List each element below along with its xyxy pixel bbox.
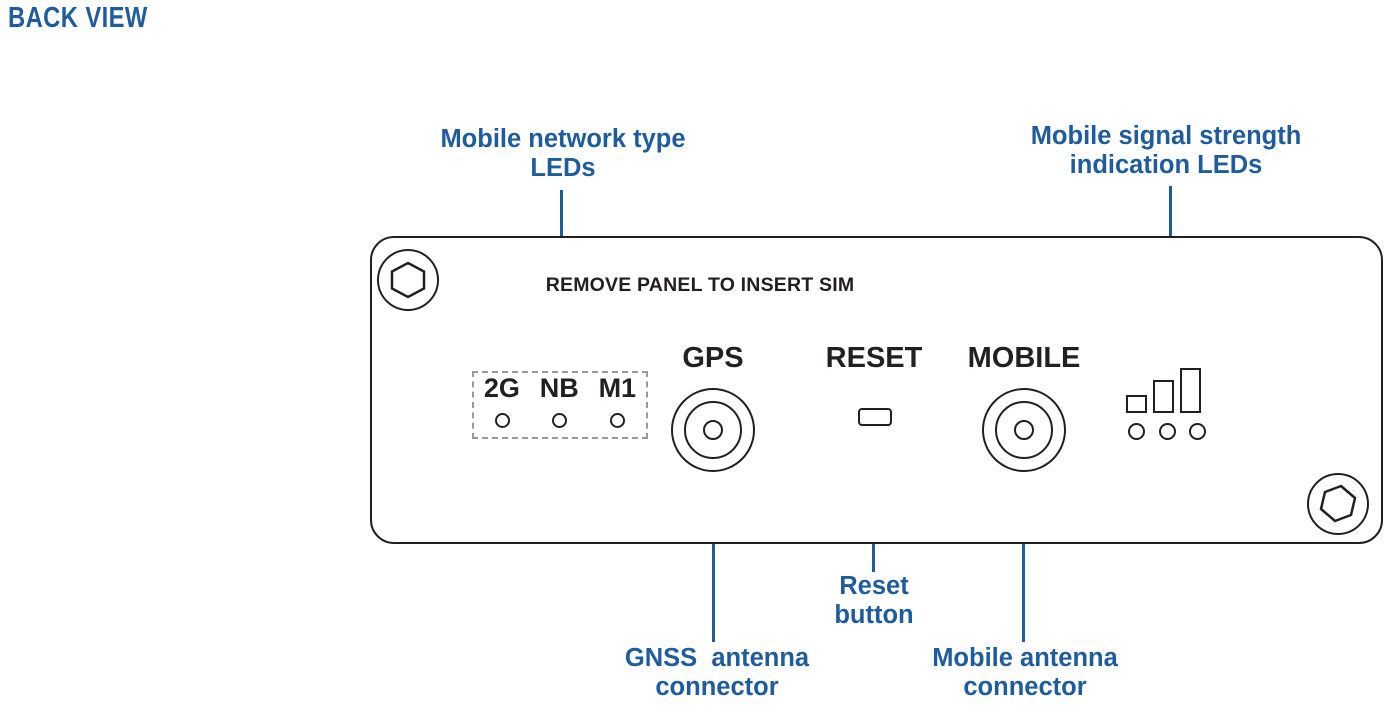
led-indicator-m1 xyxy=(609,413,625,428)
leader-line-gnss-connector xyxy=(712,470,715,642)
panel-heading: REMOVE PANEL TO INSERT SIM xyxy=(545,274,855,296)
hex-screw-icon xyxy=(1307,473,1369,535)
callout-network-type-leds: Mobile network type LEDs xyxy=(440,125,686,182)
signal-led-3 xyxy=(1189,423,1206,440)
gps-port-label: GPS xyxy=(682,342,744,374)
callout-signal-strength-leds: Mobile signal strength indication LEDs xyxy=(1030,122,1302,179)
callout-gnss-antenna-connector: GNSS antenna connector xyxy=(624,644,810,701)
gnss-antenna-connector[interactable] xyxy=(671,388,755,472)
signal-strength-led-group xyxy=(1128,423,1206,440)
device-back-panel xyxy=(370,236,1383,544)
reset-port-label: RESET xyxy=(825,342,923,374)
reset-button[interactable] xyxy=(858,408,892,426)
signal-strength-icon xyxy=(1126,365,1206,413)
network-type-led-group: 2G NB M1 xyxy=(472,371,648,439)
callout-reset-button: Reset button xyxy=(834,572,914,629)
callout-mobile-antenna-connector: Mobile antenna connector xyxy=(932,644,1118,701)
signal-bar-3 xyxy=(1180,368,1201,413)
signal-led-2 xyxy=(1158,423,1176,440)
mobile-port-label: MOBILE xyxy=(967,342,1081,374)
led-indicator-2g xyxy=(495,413,511,428)
hex-screw-icon xyxy=(377,249,439,311)
led-label-nb: NB xyxy=(539,373,579,403)
page-title: BACK VIEW xyxy=(8,2,148,34)
led-label-m1: M1 xyxy=(598,373,637,403)
signal-led-1 xyxy=(1128,423,1145,440)
mobile-antenna-connector[interactable] xyxy=(982,388,1066,472)
led-indicator-nb xyxy=(552,413,568,428)
signal-bar-2 xyxy=(1153,380,1174,413)
leader-line-mobile-connector xyxy=(1022,470,1025,642)
signal-bar-1 xyxy=(1126,395,1147,413)
led-label-2g: 2G xyxy=(483,373,520,403)
